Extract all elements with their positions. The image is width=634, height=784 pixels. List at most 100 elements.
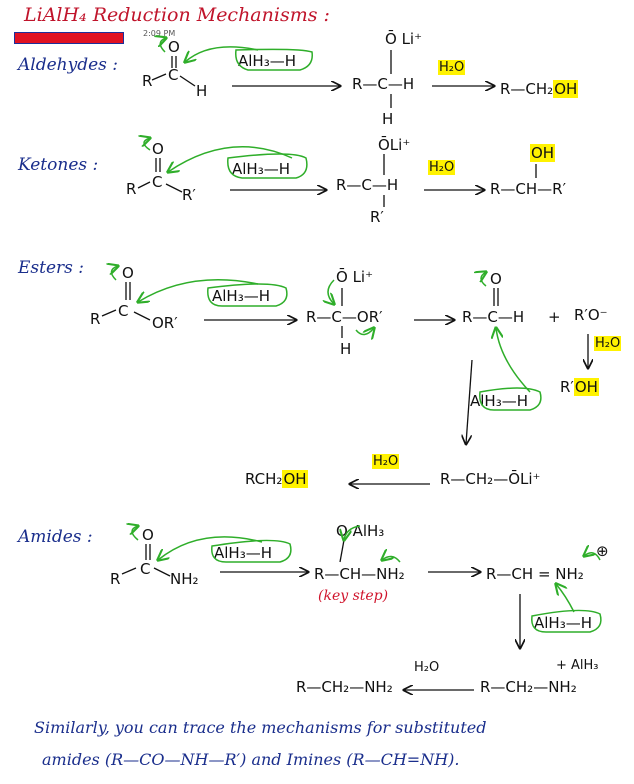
ester-pi-arrow [111,266,118,281]
ester-water-2: H₂O [594,336,622,351]
ketone-intermediate-r-prime: R′ [370,208,384,226]
ester-intermediate-hydrogen: H [340,340,352,358]
ester-alcohol-oh: OH [573,378,599,396]
ketone-hydride-arrow [168,146,293,172]
amide-r-group: R [110,570,121,588]
ester-plus-sign: + [548,308,561,326]
ester-r-group: R [90,310,101,328]
ketone-product-oh-text: OH [530,144,556,162]
amide-bonds [121,539,345,577]
ester-aldehyde-pi-arrow [481,272,486,287]
ketone-oxygen: O [152,140,164,158]
ester-intermediate-oxygen: Ō Li⁺ [336,268,374,286]
ester-aldehyde-oxygen: O [490,270,502,288]
aldehyde-reagent-circle [235,48,313,71]
amide-oxygen: O [142,526,154,544]
aldehyde-intermediate-hydrogen: H [382,110,394,128]
ester-intermediate-chain: R—C—OR′ [306,308,383,326]
amide-intermediate-chain: R—CH—NH₂ [314,565,405,583]
ester-hydride-arrow [138,279,259,302]
amide-water: H₂O [414,660,440,675]
ketone-intermediate-oxygen: ŌLi⁺ [378,136,411,154]
ester-water-2-text: H₂O [594,336,622,351]
amide-reagent-2-circle [531,609,602,633]
label-esters: Esters : [18,258,85,278]
ketone-water: H₂O [428,160,456,175]
aldehyde-product-chain: R—CH₂ [500,80,554,98]
aldehyde-reagent: AlH₃—H [238,52,297,70]
title-underline-bar [14,32,124,44]
ester-water: H₂O [372,454,400,469]
amide-reagent-2: AlH₃—H [534,614,593,632]
ester-second-reduction-arrow [466,359,473,444]
ester-oxygen: O [122,264,134,282]
ketone-product-oh: OH [530,144,556,162]
aldehyde-r-group: R [142,72,153,90]
ketone-r-prime: R′ [182,186,196,204]
aldehyde-oxygen: O [168,38,180,56]
ketone-reagent-circle [227,153,308,179]
amide-hydride-arrow [158,536,263,560]
amide-second-hydride-arrow [556,584,575,613]
ketone-intermediate-chain: R—C—H [336,176,399,194]
aldehyde-hydride-arrow [185,46,259,62]
page-title: LiAlH₄ Reduction Mechanisms : [24,4,330,26]
timestamp: 2:09 PM [143,29,176,38]
amide-reagent: AlH₃—H [214,544,273,562]
aldehyde-product-oh: OH [553,80,579,98]
ester-second-hydride-arrow [496,328,531,393]
label-amides: Amides : [18,527,93,547]
ester-carbon: C [118,302,129,320]
ketone-r-group: R [126,180,137,198]
amide-reagent-circle [211,539,292,563]
amide-amine-complex: R—CH₂—NH₂ [480,678,577,696]
ester-or-prime: OR′ [152,314,178,332]
amide-oxygen-arrow [344,525,361,540]
ketone-bonds [137,154,537,207]
ester-lone-pair-arrow [328,279,334,304]
amide-pi-arrow [132,526,138,541]
ester-final-chain: RCH₂ [245,470,283,488]
aldehyde-bonds [151,50,392,108]
ester-reagent: AlH₃—H [212,287,271,305]
amide-nh2: NH₂ [170,570,199,588]
aldehyde-carbon: C [168,66,179,84]
aldehyde-product: R—CH₂OH [500,80,579,98]
aldehyde-intermediate-oxygen: Ō Li⁺ [385,30,423,48]
footer-line-1: Similarly, you can trace the mechanisms … [34,718,487,737]
ester-reagent-2: AlH₃—H [470,392,529,410]
amide-amine-alh3: + AlH₃ [556,658,599,673]
ester-bonds [101,282,499,338]
ester-aldehyde-chain: R—C—H [462,308,525,326]
ester-water-text: H₂O [372,454,400,469]
ketone-pi-arrow [144,138,150,151]
aldehyde-water-text: H₂O [438,60,466,75]
label-aldehydes: Aldehydes : [18,55,119,75]
footer-line-2: amides (R—CO—NH—R′) and Imines (R—CH=NH)… [42,750,460,769]
ester-leaving-group-arrow [355,328,374,335]
amide-carbon: C [140,560,151,578]
aldehyde-intermediate-chain: R—C—H [352,75,415,93]
ester-alkoxide-product: R—CH₂—ŌLi⁺ [440,470,541,488]
aldehyde-hydrogen: H [196,82,208,100]
ketone-reagent: AlH₃—H [232,160,291,178]
ester-final-oh: OH [282,470,308,488]
amide-final-product: R—CH₂—NH₂ [296,678,393,696]
amide-iminium-arrow [584,553,601,561]
ester-alcohol: R′OH [560,378,599,396]
ester-reagent-circle [207,283,288,307]
aldehyde-pi-arrow [160,38,166,53]
ester-alcohol-r: R′ [560,378,574,396]
amide-nitrogen-push-arrow [382,556,401,563]
ester-alkoxide: R′O⁻ [574,306,608,324]
ester-final-product: RCH₂OH [245,470,308,488]
ester-reagent-2-circle [479,387,542,411]
ketone-product-chain: R—CH—R′ [490,180,567,198]
ketone-carbon: C [152,173,163,191]
aldehyde-water: H₂O [438,60,466,75]
amide-iminium: R—CH = NH₂ [486,565,584,583]
label-ketones: Ketones : [18,155,99,175]
ketone-water-text: H₂O [428,160,456,175]
amide-positive-charge: ⊕ [596,542,609,560]
